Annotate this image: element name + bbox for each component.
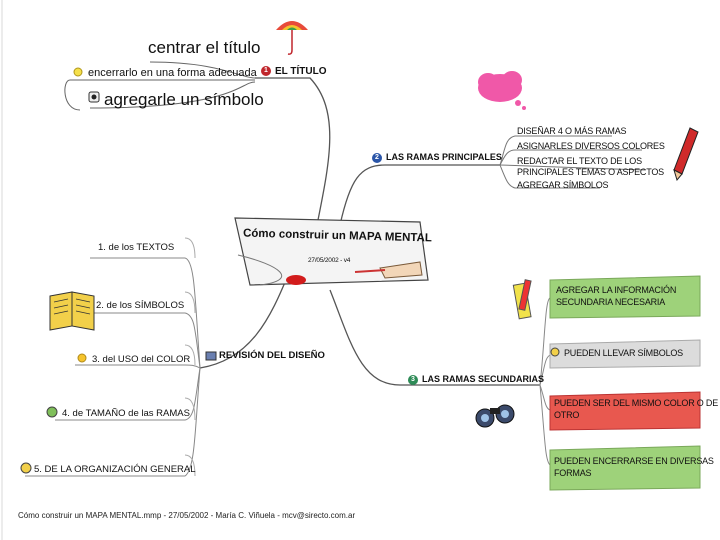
secundarias-item-6: FORMAS <box>554 468 592 478</box>
center-node <box>234 217 429 286</box>
titulo-item-centrar: centrar el título <box>148 38 261 57</box>
leaf-box-formas <box>549 445 701 491</box>
smiley-icon <box>20 462 32 474</box>
titulo-sublines <box>64 61 256 111</box>
revision-brackets <box>184 237 196 477</box>
lightbulb-icon <box>73 67 83 77</box>
secundarias-item-3: PUEDEN SER DEL MISMO COLOR O DE <box>554 398 718 408</box>
book-icon <box>49 291 95 331</box>
revision-item-organizacion: 5. DE LA ORGANIZACIÓN GENERAL <box>34 464 196 475</box>
branch-secundarias[interactable]: 3 LAS RAMAS SECUNDARIAS <box>408 374 544 385</box>
principales-item-2: REDACTAR EL TEXTO DE LOS <box>517 156 642 166</box>
curve-principales <box>339 164 500 226</box>
branch-revision[interactable]: REVISIÓN DEL DISEÑO <box>205 350 325 361</box>
branch-label: LAS RAMAS PRINCIPALES <box>386 152 502 162</box>
branch-number-badge: 2 <box>372 152 382 163</box>
branch-label: REVISIÓN DEL DISEÑO <box>219 350 325 361</box>
umbrella-icon <box>276 21 308 55</box>
secundarias-sublines <box>539 297 551 466</box>
branch-label: EL TÍTULO <box>275 66 327 77</box>
branch-principales[interactable]: 2 LAS RAMAS PRINCIPALES <box>372 152 502 163</box>
revision-sublines <box>25 257 201 477</box>
secundarias-item-1: SECUNDARIA NECESARIA <box>556 297 666 307</box>
pencil-icon <box>673 127 699 182</box>
revision-item-color: 3. del USO del COLOR <box>92 354 191 365</box>
curve-titulo <box>255 77 331 221</box>
branch-number-badge: 3 <box>408 374 418 385</box>
principales-item-1: ASIGNARLES DIVERSOS COLORES <box>517 141 665 151</box>
titulo-item-encerrar: encerrarlo en una forma adecuada <box>88 67 257 79</box>
leaf-icon <box>46 406 58 418</box>
hand-pencil-icon <box>379 261 423 279</box>
footer-caption: Cómo construir un MAPA MENTAL.mmp - 27/0… <box>18 511 356 520</box>
revision-item-textos: 1. de los TEXTOS <box>98 242 175 253</box>
thought-cloud-icon <box>478 71 526 110</box>
leaf-box-agregar <box>549 275 701 319</box>
sun-icon <box>77 353 87 363</box>
revision-item-tamano: 4. de TAMAÑO de las RAMAS <box>62 408 190 419</box>
red-splash-icon <box>286 275 306 285</box>
chart-icon <box>205 351 217 361</box>
secundarias-item-4: OTRO <box>554 410 580 420</box>
titulo-item-simbolo: agregarle un símbolo <box>104 90 264 109</box>
secundarias-item-0: AGREGAR LA INFORMACIÓN <box>556 285 677 295</box>
secundarias-item-2: PUEDEN LLEVAR SÍMBOLOS <box>564 348 683 358</box>
branch-number-badge: 1 <box>261 66 271 77</box>
secundarias-item-5: PUEDEN ENCERRARSE EN DIVERSAS <box>554 456 714 466</box>
principales-sublines <box>499 135 646 189</box>
center-subtitle: 27/05/2002 - v4 <box>308 257 351 264</box>
leaf-box-color <box>549 391 701 431</box>
principales-item-3: PRINCIPALES TEMAS O ASPECTOS <box>517 167 664 177</box>
curve-secundarias <box>329 289 540 386</box>
binoculars-icon <box>475 404 515 428</box>
principales-item-4: AGREGAR SÍMBOLOS <box>517 180 609 190</box>
curve-revision <box>199 269 291 369</box>
pencil-bundle-icon <box>512 279 532 320</box>
revision-item-simbolos: 2. de los SÍMBOLOS <box>96 300 185 311</box>
smiley-icon-2 <box>550 347 560 357</box>
branch-curves <box>199 77 540 386</box>
branch-label: LAS RAMAS SECUNDARIAS <box>422 374 545 384</box>
branch-titulo[interactable]: 1 EL TÍTULO <box>261 66 326 77</box>
leaf-box-simbolos <box>549 339 701 369</box>
principales-item-0: DISEÑAR 4 O MÁS RAMAS <box>517 126 627 136</box>
